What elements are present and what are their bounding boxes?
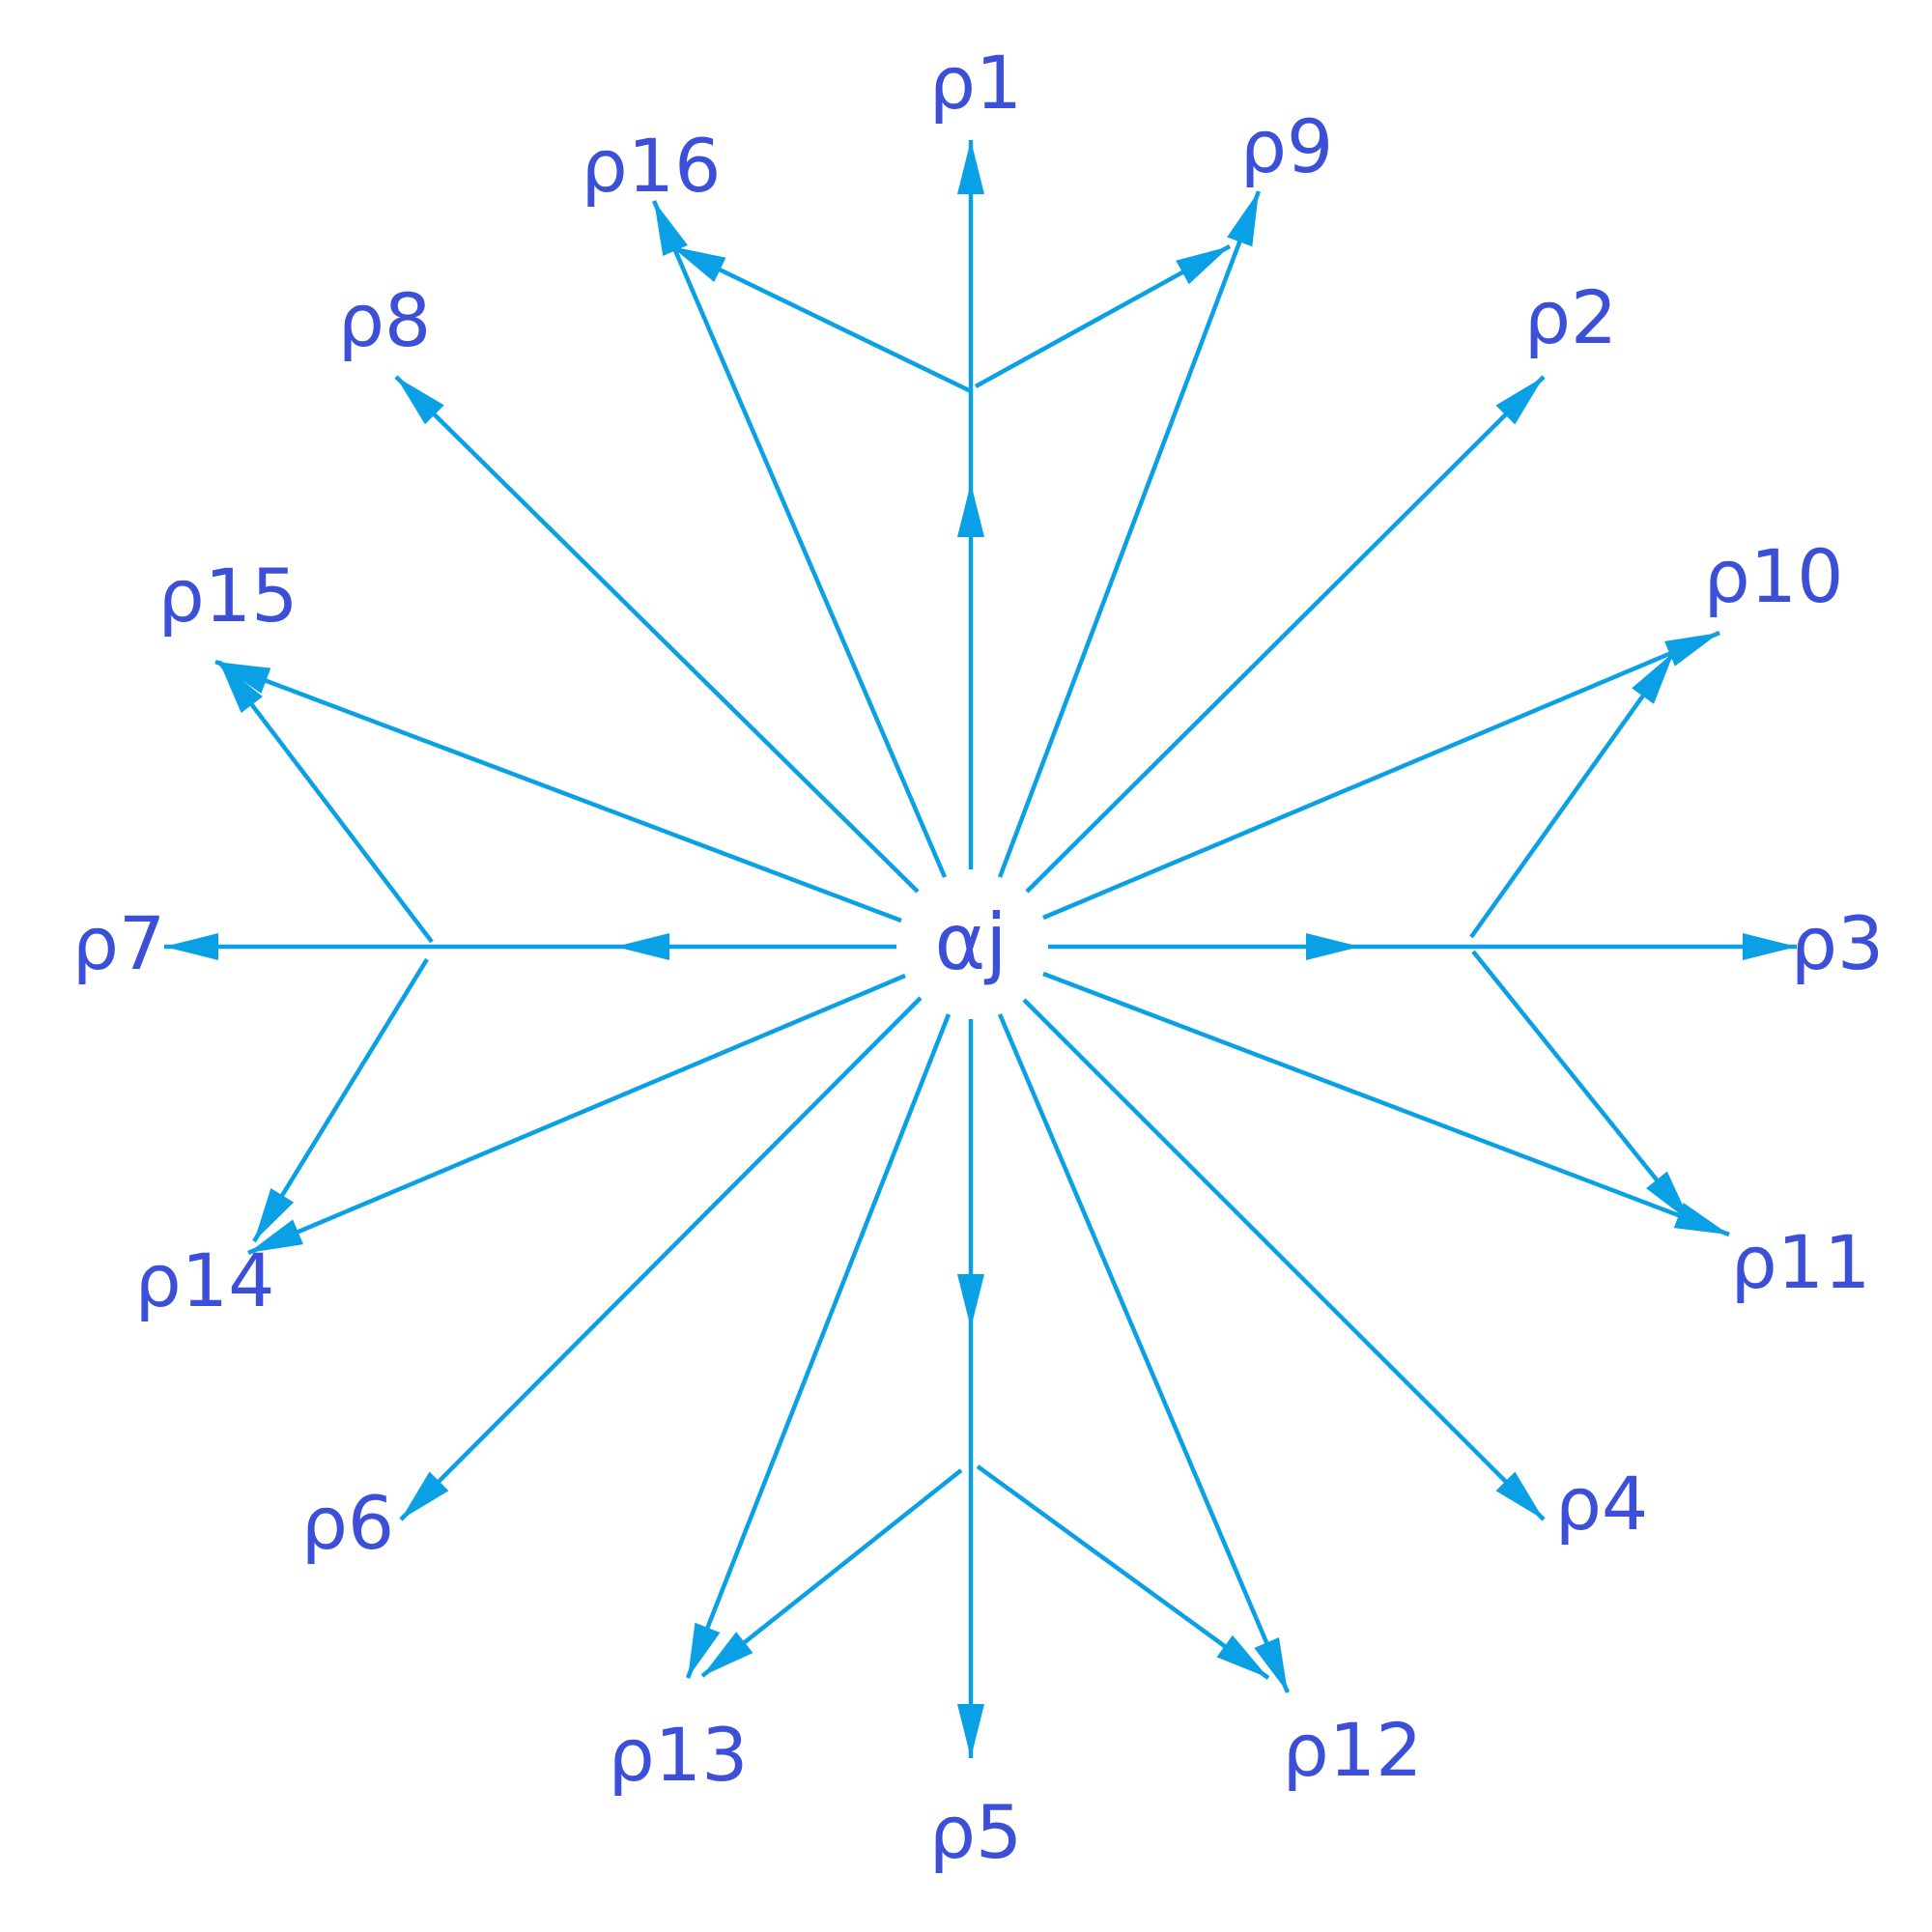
edge-to-p4: [1022, 998, 1546, 1521]
node-label-p3: ρ3: [1791, 900, 1885, 986]
node-label-p1: ρ1: [929, 40, 1023, 126]
branch-left-to-p14: [252, 957, 429, 1243]
node-label-p15: ρ15: [158, 553, 298, 639]
node-label-p8: ρ8: [338, 277, 432, 363]
edges-layer: [164, 140, 1797, 1758]
branch-bottom-to-p13: [700, 1468, 963, 1678]
node-label-p16: ρ16: [582, 123, 722, 209]
node-label-p12: ρ12: [1283, 1707, 1423, 1793]
node-label-p7: ρ7: [72, 900, 166, 986]
node-label-p4: ρ4: [1555, 1461, 1649, 1547]
branch-right-to-p10: [1469, 650, 1676, 939]
node-label-p6: ρ6: [301, 1480, 395, 1566]
edge-to-p12: [997, 1013, 1291, 1693]
edge-to-p9: [997, 190, 1262, 878]
node-label-p13: ρ13: [609, 1712, 749, 1798]
labels-layer: αj ρ1 ρ9 ρ16 ρ8 ρ2 ρ10 ρ15 ρ7 ρ3 ρ11 ρ14…: [72, 40, 1885, 1875]
node-label-p11: ρ11: [1731, 1219, 1871, 1305]
branch-top-to-p9: [974, 244, 1232, 388]
center-node-label: αj: [935, 897, 1008, 987]
edge-to-p14: [247, 973, 906, 1256]
edge-to-p8: [394, 375, 920, 894]
edge-to-p15: [214, 659, 902, 923]
node-label-p5: ρ5: [929, 1789, 1023, 1875]
edge-to-p2: [1025, 375, 1546, 894]
node-label-p14: ρ14: [135, 1237, 275, 1323]
node-label-p10: ρ10: [1704, 533, 1844, 619]
branch-left-to-p15: [217, 660, 434, 944]
branch-bottom-to-p12: [976, 1464, 1270, 1680]
branch-right-to-p11: [1471, 950, 1692, 1224]
edge-to-p13: [685, 1013, 952, 1679]
node-label-p9: ρ9: [1240, 103, 1334, 189]
edge-to-p16: [651, 200, 948, 878]
edge-to-p6: [399, 996, 923, 1521]
edge-to-p10: [1042, 630, 1720, 921]
branch-top-to-p16: [670, 243, 972, 394]
node-label-p2: ρ2: [1524, 274, 1618, 360]
edge-to-p11: [1042, 971, 1730, 1237]
